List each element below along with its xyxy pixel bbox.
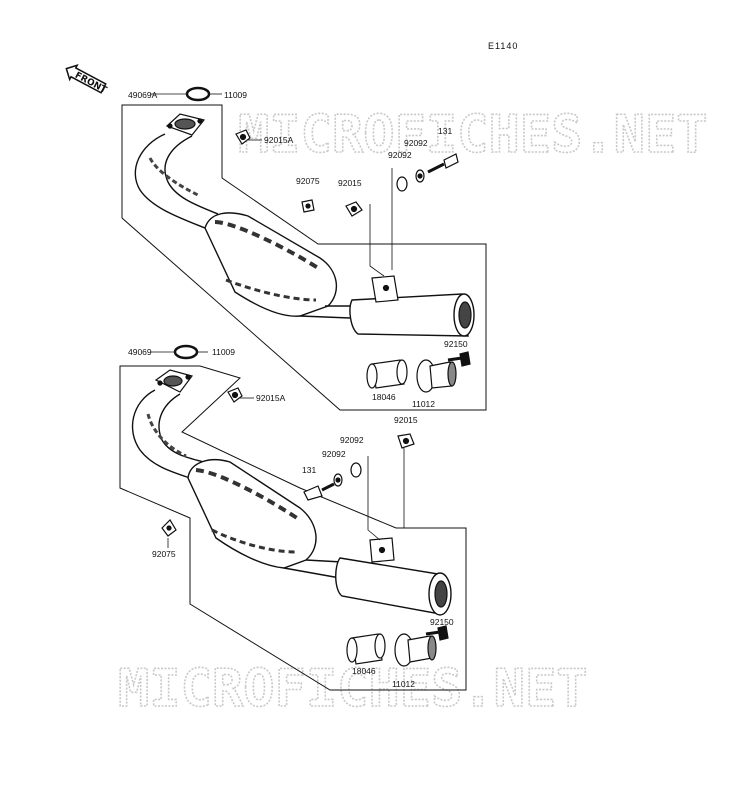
upper-flange — [165, 113, 206, 136]
upper-label-11009: 11009 — [224, 90, 247, 100]
upper-assembly — [121, 86, 487, 411]
lower-nut-92015A — [227, 387, 243, 403]
lower-expansion-chamber — [187, 459, 343, 579]
lower-gasket-11009 — [173, 344, 199, 360]
lower-header-pipe — [131, 389, 205, 479]
upper-label-92092-a: 92092 — [404, 138, 428, 148]
lower-clip-92075 — [161, 519, 177, 537]
upper-clip-92075 — [301, 199, 315, 213]
upper-tube-18046 — [366, 359, 408, 389]
lower-spark-arrestor-11012 — [394, 633, 437, 667]
lower-label-11012: 11012 — [392, 679, 415, 689]
watermark-bottom: MICROFICHES.NET — [118, 659, 588, 719]
lower-flange — [154, 369, 194, 393]
upper-label-92015A: 92015A — [264, 135, 294, 145]
upper-label-18046: 18046 — [372, 392, 396, 402]
lower-assembly — [119, 344, 467, 691]
lower-bolt-92150 — [425, 625, 449, 641]
upper-label-92092-b: 92092 — [388, 150, 412, 160]
lower-nut-92015 — [397, 433, 415, 449]
upper-label-92015: 92015 — [338, 178, 362, 188]
front-arrow-icon: FRONT — [65, 64, 109, 96]
lower-label-92092-b: 92092 — [322, 449, 346, 459]
upper-gasket-11009 — [185, 86, 211, 102]
upper-label-49069A: 49069A — [128, 90, 158, 100]
lower-label-92075: 92075 — [152, 549, 176, 559]
lower-label-131: 131 — [302, 465, 316, 475]
upper-silencer — [349, 275, 475, 337]
lower-label-92015: 92015 — [394, 415, 418, 425]
lower-label-92015A: 92015A — [256, 393, 286, 403]
upper-label-92150: 92150 — [444, 339, 468, 349]
upper-label-92075: 92075 — [296, 176, 320, 186]
lower-tube-18046 — [346, 633, 386, 665]
upper-nut-92015A — [235, 129, 251, 145]
front-label: FRONT — [73, 71, 109, 96]
diagram-code: E1140 — [488, 41, 518, 51]
upper-label-11012: 11012 — [412, 399, 435, 409]
lower-label-49069: 49069 — [128, 347, 152, 357]
lower-label-92092-a: 92092 — [340, 435, 364, 445]
upper-label-131: 131 — [438, 126, 452, 136]
upper-nut-92015 — [345, 201, 363, 217]
upper-bolt-92150 — [447, 351, 471, 367]
upper-washers-bolt — [396, 153, 459, 192]
upper-spark-arrestor-11012 — [416, 359, 457, 393]
lower-label-18046: 18046 — [352, 666, 376, 676]
upper-header-pipe — [134, 133, 219, 229]
upper-expansion-chamber — [204, 212, 352, 319]
lower-label-92150: 92150 — [430, 617, 454, 627]
watermark-top: MICROFICHES.NET — [238, 105, 708, 165]
lower-label-11009: 11009 — [212, 347, 235, 357]
lower-silencer — [335, 537, 452, 616]
lower-washers-bolt — [303, 462, 362, 501]
